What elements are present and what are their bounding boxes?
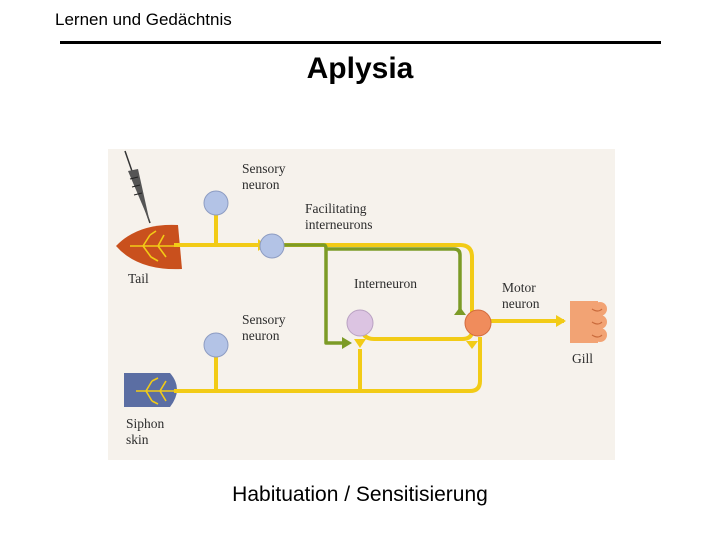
- header-title: Lernen und Gedächtnis: [55, 10, 232, 29]
- label-interneuron: Interneuron: [354, 276, 417, 291]
- tail: [116, 224, 182, 270]
- sensory-neuron-siphon: [203, 332, 229, 358]
- gill: [570, 301, 607, 343]
- label-tail: Tail: [128, 271, 149, 286]
- facilitating-interneuron: [259, 233, 285, 259]
- label-gill: Gill: [572, 351, 593, 366]
- label-facilitating-line1: Facilitating: [305, 201, 367, 216]
- slide-title: Aplysia: [306, 52, 414, 85]
- aplysia-circuit-diagram: Sensory neuron Facilitating interneurons…: [108, 149, 615, 460]
- slide-caption: Habituation / Sensitisierung: [232, 483, 488, 506]
- siphon-skin: [124, 373, 178, 407]
- label-motor-neuron-line1: Motor: [502, 280, 536, 295]
- label-siphon-line2: skin: [126, 432, 149, 447]
- label-motor-neuron-line2: neuron: [502, 296, 540, 311]
- motor-neuron-cell: [464, 309, 492, 337]
- label-sensory-neuron-top-line1: Sensory: [242, 161, 286, 176]
- label-sensory-neuron-bottom-line2: neuron: [242, 328, 280, 343]
- sensory-neuron-tail: [203, 190, 229, 216]
- header-divider: [60, 41, 661, 44]
- facilitating-axons: [284, 243, 462, 345]
- interneuron-cell: [346, 309, 374, 337]
- label-facilitating-line2: interneurons: [305, 217, 372, 232]
- label-sensory-neuron-bottom-line1: Sensory: [242, 312, 286, 327]
- label-siphon-line1: Siphon: [126, 416, 165, 431]
- stimulus-probe: [124, 150, 151, 224]
- sensory-axons: [174, 215, 564, 393]
- label-sensory-neuron-top-line2: neuron: [242, 177, 280, 192]
